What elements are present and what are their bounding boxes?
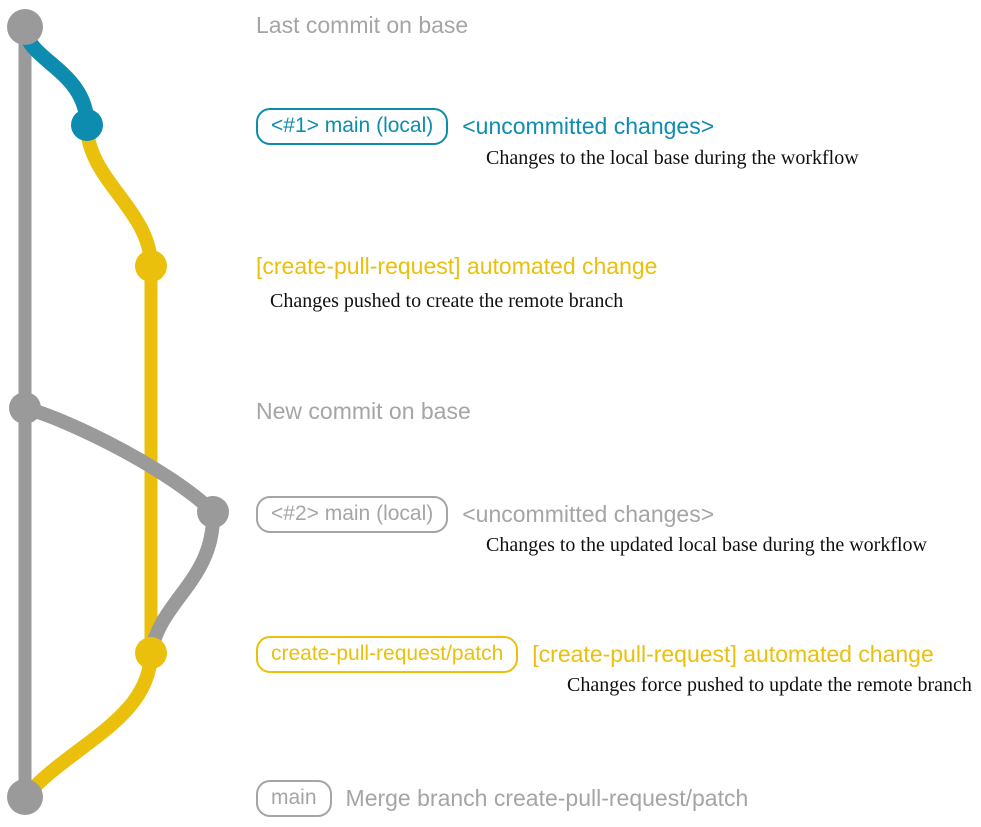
ref-badge-main[interactable]: main: [256, 780, 332, 817]
commit-node-local-2[interactable]: [197, 496, 229, 528]
commit-node-base-top[interactable]: [7, 9, 43, 45]
commit-row-automated-change-2: create-pull-request/patch [create-pull-r…: [256, 636, 934, 673]
commit-subject-local-2: <uncommitted changes>: [462, 501, 715, 527]
commit-node-patch-2[interactable]: [135, 637, 167, 669]
commit-node-local-1[interactable]: [71, 109, 103, 141]
commit-note-automated-change-2: Changes force pushed to update the remot…: [567, 674, 972, 696]
commit-row-merge: main Merge branch create-pull-request/pa…: [256, 780, 748, 817]
commit-node-base-new[interactable]: [9, 392, 41, 424]
commit-row-local-2: <#2> main (local) <uncommitted changes>: [256, 496, 714, 533]
ref-badge-main-local-1[interactable]: <#1> main (local): [256, 108, 449, 145]
ref-badge-main-local-2[interactable]: <#2> main (local): [256, 496, 449, 533]
commit-row-automated-change-1: [create-pull-request] automated change: [256, 253, 657, 280]
edge-base-to-local2: [18, 401, 220, 519]
ref-badge-create-pull-request-patch[interactable]: create-pull-request/patch: [256, 636, 519, 673]
commit-node-patch-1[interactable]: [135, 250, 167, 282]
commit-subject-automated-change-1: [create-pull-request] automated change: [256, 253, 658, 279]
commit-note-automated-change-1: Changes pushed to create the remote bran…: [270, 290, 624, 312]
edge-local2-to-patch2: [144, 505, 221, 660]
commit-node-base-merge[interactable]: [7, 779, 43, 815]
commit-subject-last-commit-on-base: Last commit on base: [256, 12, 469, 38]
commit-row-last-commit-on-base: Last commit on base: [256, 12, 468, 39]
edge-local1-to-patch1: [80, 118, 158, 273]
commit-subject-new-commit-on-base: New commit on base: [256, 398, 471, 424]
commit-note-local-1: Changes to the local base during the wor…: [486, 147, 859, 169]
edge-patch2-to-base: [18, 646, 158, 804]
commit-subject-merge: Merge branch create-pull-request/patch: [345, 785, 749, 811]
commit-subject-automated-change-2: [create-pull-request] automated change: [532, 641, 934, 667]
commit-row-new-commit-on-base: New commit on base: [256, 398, 471, 425]
commit-subject-local-1: <uncommitted changes>: [462, 113, 715, 139]
commit-row-local-1: <#1> main (local) <uncommitted changes>: [256, 108, 714, 145]
commit-note-local-2: Changes to the updated local base during…: [486, 534, 927, 556]
